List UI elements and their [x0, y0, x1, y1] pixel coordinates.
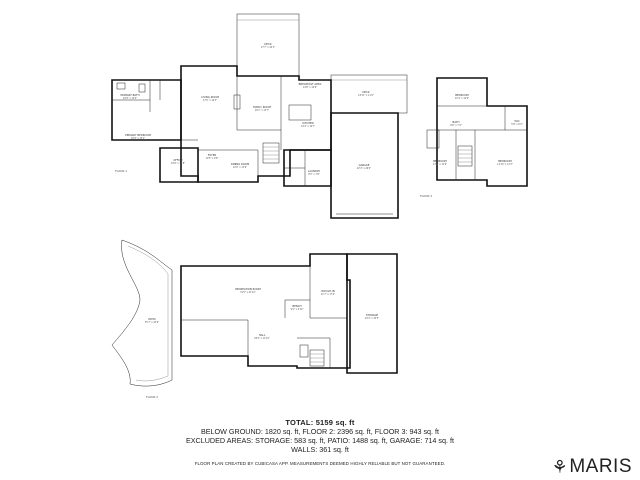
room-label: FOYER: [208, 153, 217, 157]
room-dims: 10'8" x 13'0": [123, 97, 137, 100]
room-label: BEDROOM: [433, 159, 447, 163]
room-label: LIVING ROOM: [201, 95, 219, 99]
room-dims: 31'5" x 21'10": [240, 291, 256, 294]
room-dims: 17'7" x 20'1": [261, 46, 275, 49]
room-label: STORAGE: [366, 313, 379, 317]
floor-area-breakdown: BELOW GROUND: 1820 sq. ft, FLOOR 2: 2396…: [200, 427, 440, 436]
room-dims: 12'4" x 10'9": [455, 97, 469, 100]
total-area: TOTAL: 5159 sq. ft: [285, 418, 355, 427]
floor-label-main: FLOOR 1: [115, 169, 127, 173]
main-stairs: [262, 142, 280, 164]
disclaimer: FLOOR PLAN CREATED BY CUBICASA APP. MEAS…: [194, 461, 446, 466]
main-floor-plan: [111, 13, 408, 219]
room-label: PATIO: [148, 317, 155, 321]
room-dims: 14'4" x 14'7": [301, 125, 315, 128]
room-dims: 10'8" x 11'8": [171, 162, 185, 165]
room-label: LAUNDRY: [308, 169, 321, 173]
room-dims: 35'7" x 43'9": [145, 321, 159, 324]
upper-floor-plan: [426, 77, 528, 187]
room-label: DECK: [362, 90, 369, 94]
walls-area: WALLS: 361 sq. ft: [291, 445, 349, 454]
room-dims: 10'5" x 9'8": [206, 157, 219, 160]
excluded-areas: EXCLUDED AREAS: STORAGE: 583 sq. ft, PAT…: [185, 436, 455, 445]
room-label: DECK: [264, 42, 271, 46]
room-label: ROUGH-IN: [321, 289, 334, 293]
brand-logo: ⚘ MARIS: [552, 456, 632, 478]
room-dims: 17'6" x 16'3": [203, 99, 217, 102]
patio-outline: [111, 239, 173, 387]
room-labels: DECK 17'7" x 20'1" LIVING ROOM 17'6" x 1…: [120, 42, 522, 340]
brand-text: MARIS: [569, 456, 632, 477]
room-label: BEDROOM: [455, 93, 469, 97]
floor-label-lower: FLOOR 2: [146, 395, 158, 399]
room-dims: 28'4" x 11'10": [254, 337, 270, 340]
room-dims: 14'8" x 10'9": [303, 86, 317, 89]
room-label: GARAGE: [359, 163, 370, 167]
room-dims: 13'0" x 12'9": [433, 163, 447, 166]
upper-stairs: [457, 145, 473, 167]
room-label: WIC: [514, 119, 519, 123]
room-label: DINING ROOM: [231, 162, 249, 166]
room-label: RECREATION ROOM: [235, 287, 261, 291]
room-label: BENCH: [292, 304, 301, 308]
room-label: KITCHEN: [302, 121, 313, 125]
room-dims: 8'6" x 7'4": [450, 124, 461, 127]
floor-label-upper: FLOOR 3: [420, 194, 432, 198]
lower-stairs: [309, 349, 325, 367]
room-label: BATH: [453, 120, 460, 124]
room-label: PRIMARY BEDROOM: [125, 133, 151, 137]
lower-floor-plan: [111, 239, 398, 387]
room-dims: 14'10" x 13'3": [497, 163, 513, 166]
room-dims: 11'7" x 17'0": [321, 293, 335, 296]
room-dims: 5'8" x 6'2": [511, 123, 522, 126]
room-dims: 12'6" x 13'9": [233, 166, 247, 169]
room-label: HALL: [259, 333, 266, 337]
room-dims: 8'3" x 7'8": [308, 173, 319, 176]
room-dims: 22'4" x 26'0": [357, 167, 371, 170]
room-label: BREAKFAST AREA: [299, 82, 322, 86]
room-dims: 16'1" x 15'7": [255, 109, 269, 112]
room-dims: 19'4" x 30'5": [365, 317, 379, 320]
room-label: PRIMARY BATH: [120, 93, 139, 97]
room-label: FAMILY ROOM: [253, 105, 271, 109]
room-label: OFFICE: [173, 158, 183, 162]
room-dims: 9'2" x 4'10": [291, 308, 304, 311]
room-label: BEDROOM: [498, 159, 512, 163]
maris-logo-icon: ⚘: [551, 456, 569, 477]
room-dims: 18'11" x 11'9": [358, 94, 374, 97]
room-dims: 16'8" x 15'1": [131, 137, 145, 140]
